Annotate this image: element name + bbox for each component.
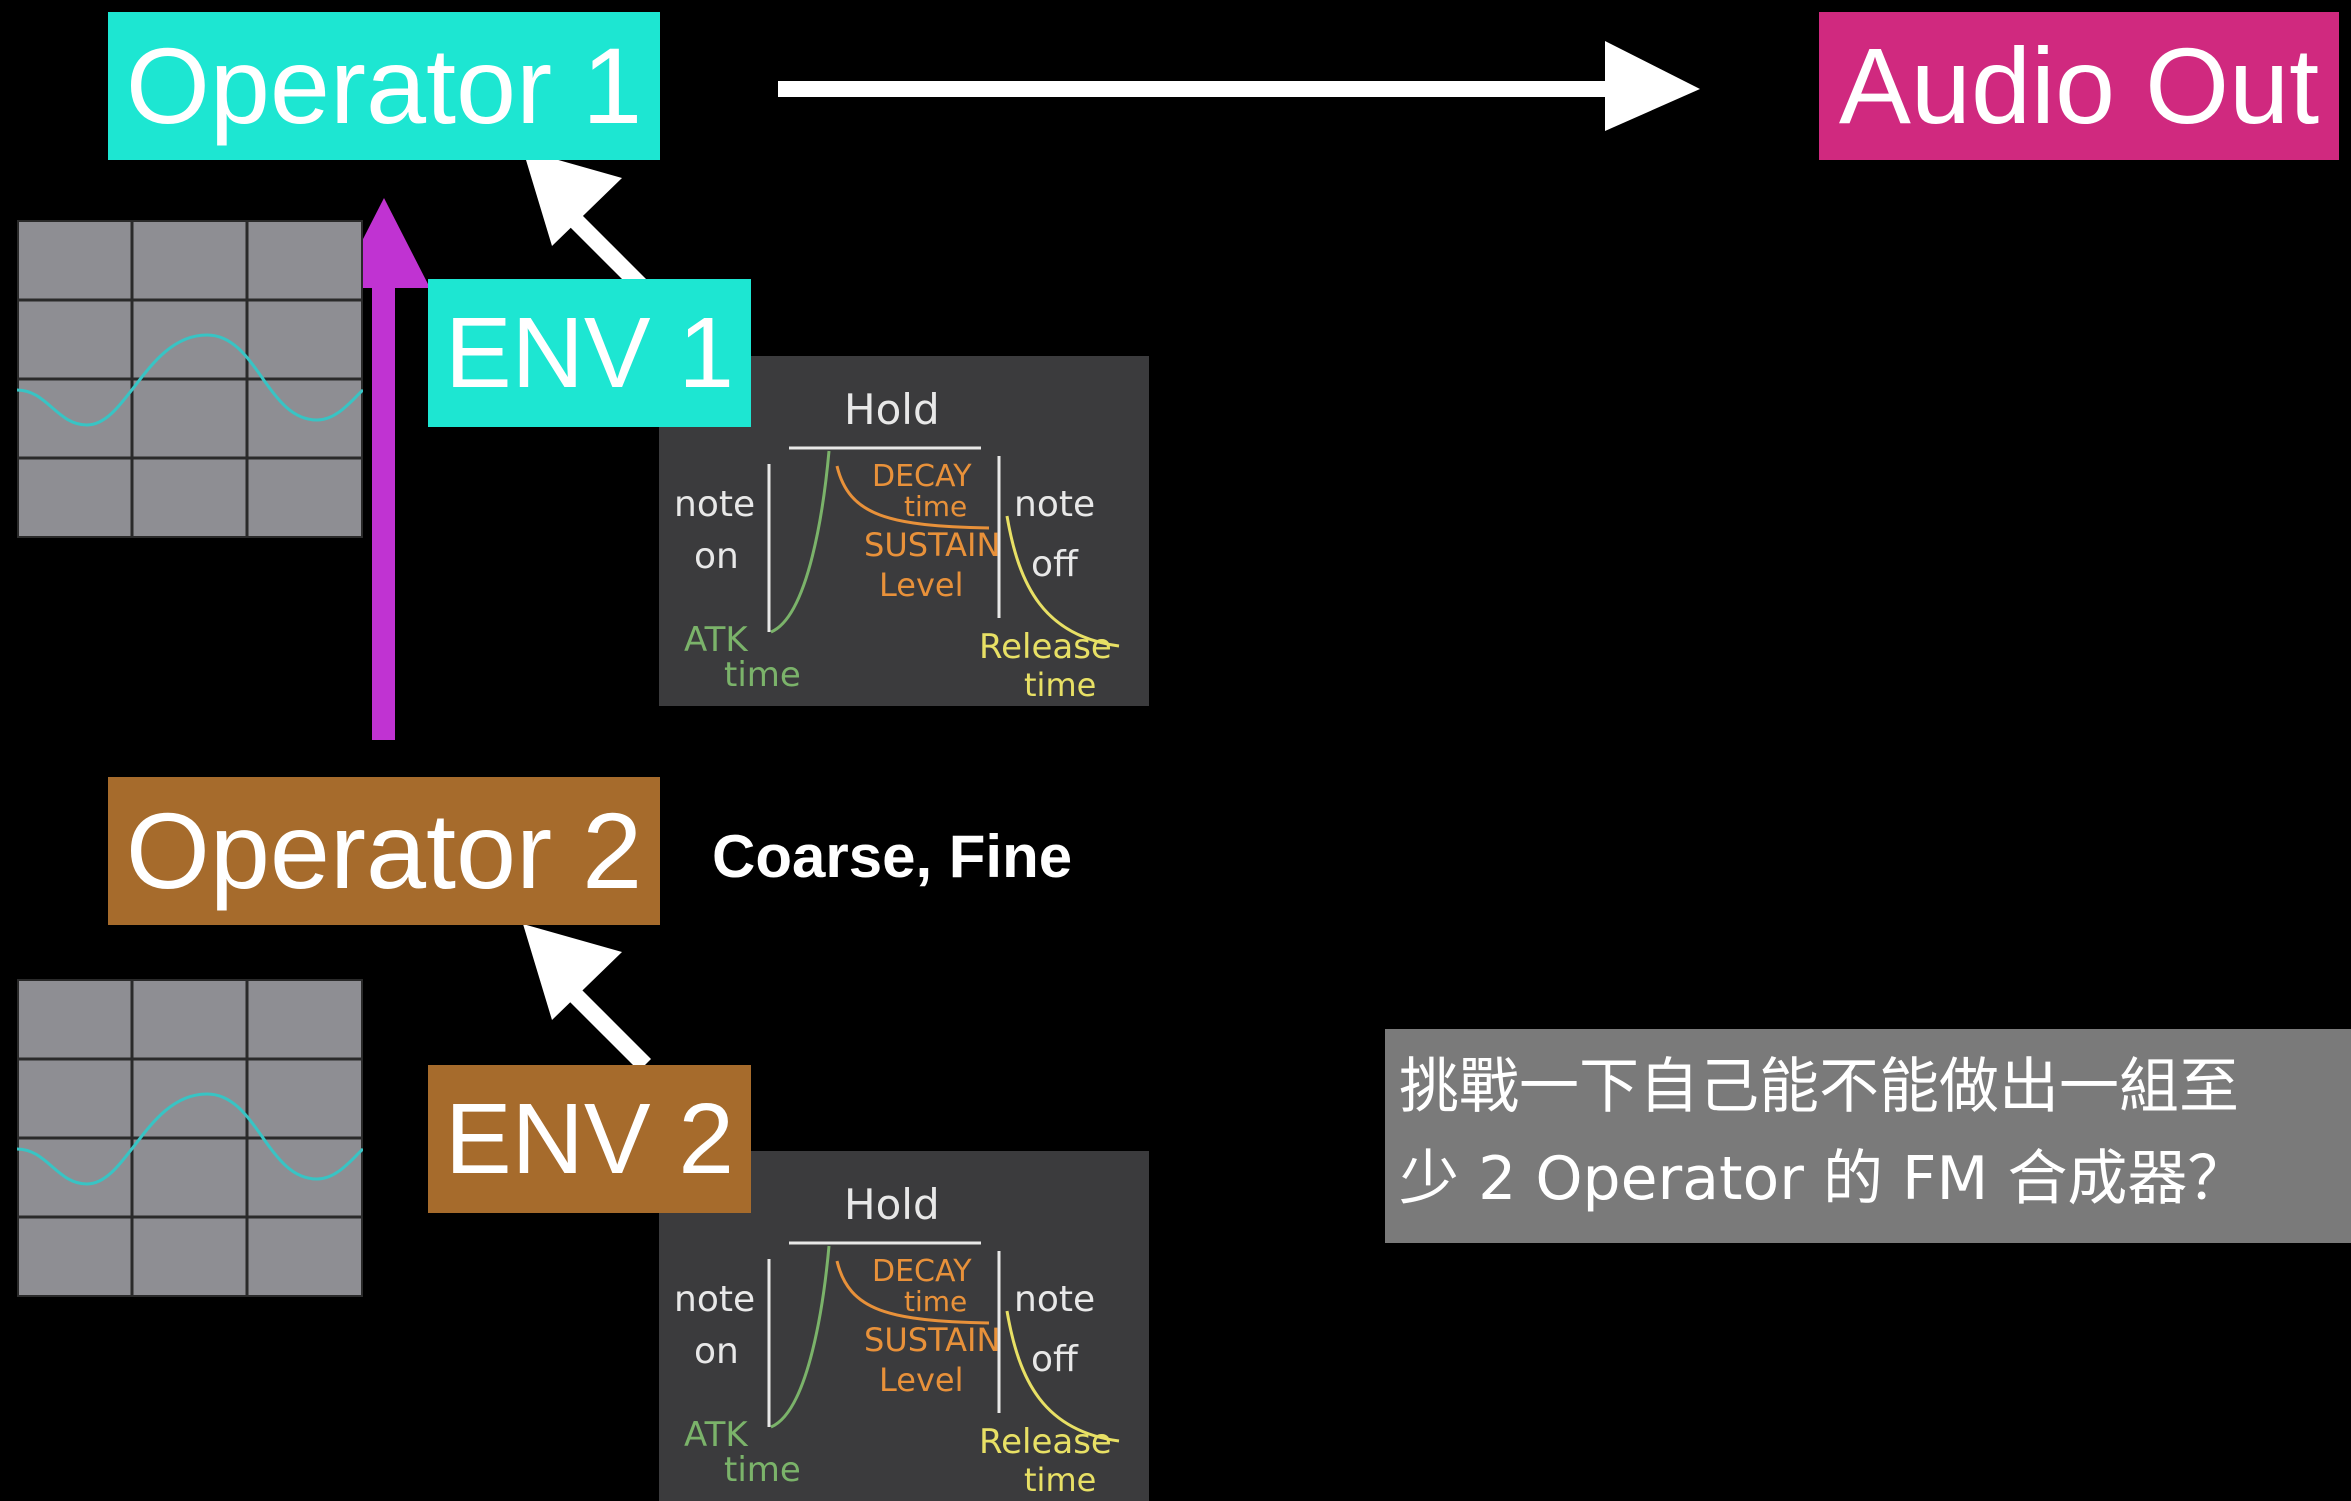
svg-text:DECAY: DECAY — [872, 459, 972, 494]
svg-text:DECAY: DECAY — [872, 1254, 972, 1289]
svg-text:time: time — [1024, 1461, 1096, 1499]
operator-2-box: Operator 2 — [108, 777, 660, 925]
challenge-line-1: 挑戰一下自己能不能做出一組至 — [1399, 1052, 2239, 1122]
svg-text:Release: Release — [979, 627, 1112, 667]
svg-text:note: note — [1014, 484, 1095, 525]
svg-text:ATK: ATK — [684, 1415, 749, 1455]
output-arrow-icon — [778, 41, 1700, 131]
env-1-label: ENV 1 — [444, 297, 734, 409]
env1-arrow-icon — [523, 150, 652, 297]
svg-text:time: time — [724, 655, 801, 695]
svg-text:note: note — [674, 1279, 755, 1320]
operator-1-box: Operator 1 — [108, 12, 660, 160]
svg-text:Release: Release — [979, 1422, 1112, 1462]
svg-text:Hold: Hold — [844, 1180, 940, 1229]
env-1-box: ENV 1 — [428, 279, 751, 427]
svg-text:note: note — [674, 484, 755, 525]
svg-text:Hold: Hold — [844, 385, 940, 434]
operator-2-params: Coarse, Fine — [712, 823, 1073, 890]
challenge-note: 挑戰一下自己能不能做出一組至 少 2 Operator 的 FM 合成器？ — [1385, 1029, 2351, 1243]
svg-text:on: on — [694, 1331, 739, 1372]
env-2-box: ENV 2 — [428, 1065, 751, 1213]
svg-text:off: off — [1031, 544, 1079, 585]
svg-text:SUSTAIN: SUSTAIN — [864, 526, 1000, 564]
env2-arrow-icon — [523, 924, 652, 1072]
svg-text:ATK: ATK — [684, 620, 749, 660]
svg-text:time: time — [904, 490, 967, 523]
adsr-chalkboard-icon: Hold note on note off DECAY time SUSTAIN… — [659, 1151, 1149, 1501]
operator-1-label: Operator 1 — [125, 25, 643, 146]
sine-scope-icon — [17, 979, 363, 1297]
svg-text:Level: Level — [879, 566, 963, 604]
svg-text:SUSTAIN: SUSTAIN — [864, 1321, 1000, 1359]
svg-text:time: time — [724, 1450, 801, 1490]
audio-out-label: Audio Out — [1838, 25, 2320, 146]
env-2-label: ENV 2 — [444, 1083, 734, 1195]
svg-text:time: time — [904, 1285, 967, 1318]
operator-2-label: Operator 2 — [125, 790, 643, 911]
svg-text:on: on — [694, 536, 739, 577]
audio-out-box: Audio Out — [1819, 12, 2339, 160]
svg-text:off: off — [1031, 1339, 1079, 1380]
challenge-line-2: 少 2 Operator 的 FM 合成器？ — [1399, 1144, 2248, 1214]
sine-scope-icon — [17, 220, 363, 538]
svg-text:time: time — [1024, 666, 1096, 704]
svg-text:note: note — [1014, 1279, 1095, 1320]
svg-text:Level: Level — [879, 1361, 963, 1399]
